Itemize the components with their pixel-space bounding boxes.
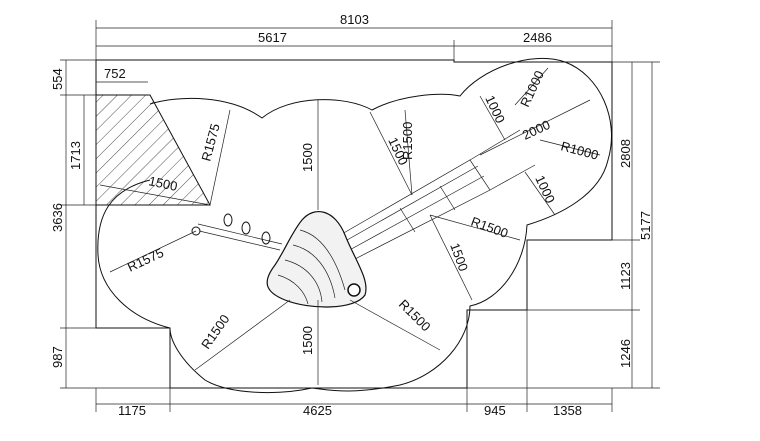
safety-zone-outline (97, 58, 612, 393)
dim-3636: 3636 (50, 203, 65, 232)
label-1500-hatch: 1500 (147, 173, 178, 194)
dim-2808: 2808 (618, 139, 633, 168)
dim-2486: 2486 (523, 30, 552, 45)
radius-labels: R1575 R1575 1500 1500 R1500 1500 R1500 1… (125, 68, 600, 355)
dim-1175: 1175 (118, 403, 146, 418)
radius-lines (99, 67, 601, 385)
label-r1500-top: 1500 (300, 143, 315, 172)
dimension-lines (60, 20, 660, 412)
dimension-labels: 8103 5617 2486 752 1175 4625 945 1358 55… (50, 12, 653, 418)
label-r1575-upper: R1575 (198, 122, 222, 163)
dim-945: 945 (484, 403, 506, 418)
label-r1500-bl: R1500 (198, 312, 232, 352)
label-1000-b: 1000 (482, 93, 508, 126)
dim-752: 752 (104, 66, 126, 81)
dim-5177: 5177 (638, 211, 653, 240)
label-1000-d: 1000 (532, 173, 558, 206)
area-boundary (95, 59, 613, 389)
label-r1575-lower: R1575 (125, 245, 166, 275)
label-2000: 2000 (520, 117, 553, 143)
dim-1246: 1246 (618, 339, 633, 368)
stepping-element (191, 213, 283, 251)
central-tower (266, 211, 367, 308)
label-r1000-a: R1000 (517, 68, 547, 109)
dim-987: 987 (50, 346, 65, 368)
label-r1000-c: R1000 (559, 138, 600, 162)
label-1500-center: 1500 (300, 326, 315, 355)
dim-1358: 1358 (553, 403, 582, 418)
label-r1500-upper-r: R1500 (400, 122, 415, 160)
dim-8103: 8103 (340, 12, 369, 27)
dim-554: 554 (50, 68, 65, 90)
dim-5617: 5617 (258, 30, 287, 45)
label-r1500-mid: R1500 (469, 214, 510, 241)
dim-1713: 1713 (68, 141, 83, 170)
dim-1123: 1123 (618, 262, 633, 290)
dim-4625: 4625 (303, 403, 332, 418)
